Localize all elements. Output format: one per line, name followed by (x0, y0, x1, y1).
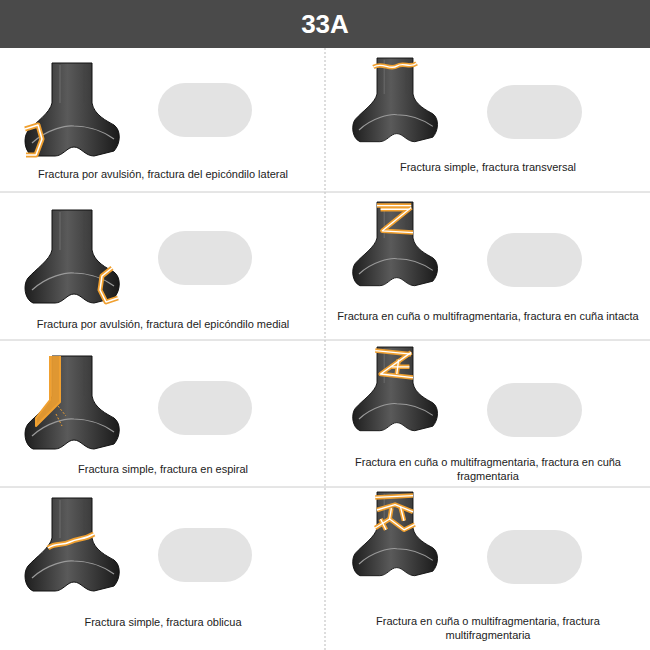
bone-figure (353, 58, 438, 142)
answer-pill (487, 233, 582, 287)
bone-figure (353, 492, 438, 576)
row-divider (0, 340, 650, 341)
bone-figure (25, 498, 119, 591)
bone-figure (25, 356, 119, 449)
row-divider (0, 192, 650, 193)
bone-figure (25, 210, 119, 303)
answer-pill (487, 85, 582, 139)
bone-figure (353, 202, 438, 286)
fracture-caption: Fractura en cuña o multifragmentaria, fr… (333, 455, 643, 483)
fracture-caption: Fractura en cuña o multifragmentaria, fr… (333, 309, 643, 323)
fracture-caption: Fractura simple, fractura transversal (333, 160, 643, 174)
answer-pill (158, 231, 252, 285)
fracture-caption: Fractura simple, fractura en espiral (8, 462, 318, 476)
row-divider (0, 487, 650, 488)
fracture-caption: Fractura en cuña o multifragmentaria, fr… (333, 614, 643, 642)
title-bar (0, 0, 650, 48)
answer-pill (487, 383, 582, 437)
column-divider (325, 48, 326, 650)
answer-pill (487, 530, 582, 584)
answer-pill (158, 381, 252, 435)
answer-pill (158, 528, 252, 582)
page-title: 33A (0, 0, 650, 48)
fracture-caption: Fractura por avulsión, fractura del epic… (8, 167, 318, 181)
fracture-caption: Fractura simple, fractura oblicua (8, 615, 318, 629)
fracture-caption: Fractura por avulsión, fractura del epic… (8, 317, 318, 331)
bone-figure (353, 347, 438, 431)
bone-figure (25, 63, 119, 156)
answer-pill (158, 83, 252, 137)
